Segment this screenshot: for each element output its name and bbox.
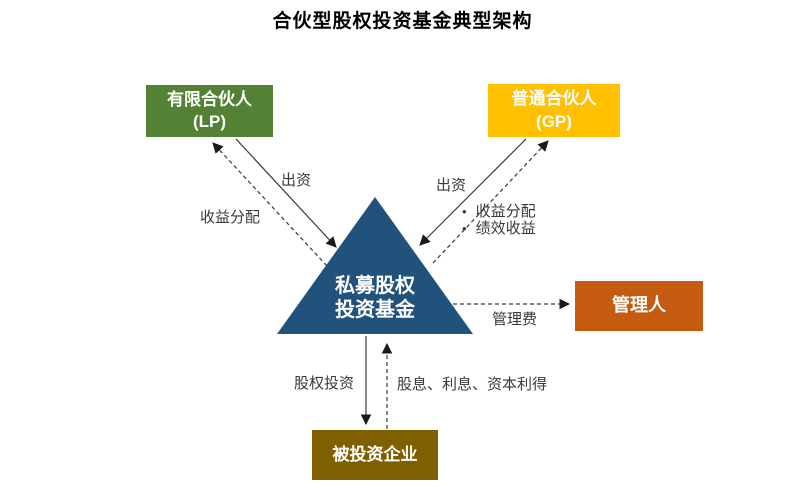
node-manager: 管理人 xyxy=(575,281,703,331)
gp-returns-list: 收益分配 绩效收益 xyxy=(462,203,536,237)
gp-return-performance: 绩效收益 xyxy=(462,220,536,237)
node-investee-company: 被投资企业 xyxy=(312,430,438,480)
label-lp-contribution: 出资 xyxy=(281,172,312,189)
arrow-lp-to-fund xyxy=(235,138,337,248)
arrow-fund-to-gp xyxy=(432,140,549,264)
fund-triangle xyxy=(277,197,473,334)
investee-name: 被投资企业 xyxy=(332,444,418,464)
label-lp-distribution: 收益分配 xyxy=(200,209,261,226)
fund-name-line1: 私募股权 xyxy=(335,275,415,297)
lp-name: 有限合伙人 xyxy=(167,89,252,109)
node-general-partner: 普通合伙人 (GP) xyxy=(488,84,620,137)
manager-name: 管理人 xyxy=(612,295,666,316)
lp-abbr: (LP) xyxy=(192,112,227,131)
gp-name: 普通合伙人 xyxy=(511,89,597,109)
fund-name-line2: 投资基金 xyxy=(335,299,415,322)
arrow-gp-to-fund xyxy=(419,138,527,246)
label-equity-investment: 股权投资 xyxy=(294,375,355,392)
label-management-fee: 管理费 xyxy=(492,311,538,328)
node-fund-label: 私募股权 投资基金 xyxy=(295,274,455,323)
gp-abbr: (GP) xyxy=(536,111,572,131)
gp-return-distribution: 收益分配 xyxy=(462,203,536,220)
node-limited-partner: 有限合伙人 (LP) xyxy=(146,85,273,137)
arrow-fund-to-lp xyxy=(212,142,328,267)
label-gp-contribution: 出资 xyxy=(436,177,467,194)
label-investment-returns: 股息、利息、资本利得 xyxy=(397,376,548,393)
diagram-title: 合伙型股权投资基金典型架构 xyxy=(272,10,533,32)
